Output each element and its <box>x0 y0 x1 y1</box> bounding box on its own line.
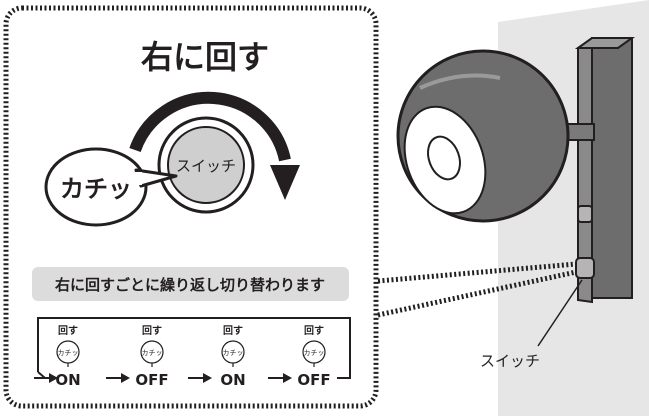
sequence-frame <box>37 317 351 379</box>
step-click-text: カチッ <box>142 349 163 357</box>
lamp-switch-label: スイッチ <box>480 352 540 370</box>
step-state-label: OFF <box>135 371 168 389</box>
caption-text: 右に回すごとに繰り返し切り替わります <box>55 276 325 294</box>
knob-label: スイッチ <box>176 157 236 175</box>
switch-knob-on-lamp <box>575 257 595 279</box>
rotation-arrow <box>129 91 291 162</box>
sequence-arrowhead <box>283 373 292 383</box>
sequence-arrowhead <box>203 373 212 383</box>
lamp-bulb <box>427 135 461 181</box>
step-click-text: カチッ <box>304 349 325 357</box>
step-state-label: ON <box>220 371 245 389</box>
click-sound-text: カチッ <box>60 175 132 203</box>
step-state-label: OFF <box>297 371 330 389</box>
step-state-label: ON <box>55 371 80 389</box>
step-click-text: カチッ <box>58 349 79 357</box>
switch-leader-line <box>537 279 583 347</box>
upper-knob <box>577 205 593 223</box>
step-turn-label: 回す <box>304 325 324 337</box>
step-turn-label: 回す <box>223 325 243 337</box>
panel-title: 右に回す <box>141 38 269 76</box>
click-speech-bubble <box>44 147 148 227</box>
step-turn-label: 回す <box>142 325 162 337</box>
step-turn-label: 回す <box>58 325 78 337</box>
zoom-line-top <box>377 261 577 284</box>
step-click-text: カチッ <box>223 349 244 357</box>
rotation-arrowhead <box>270 165 300 200</box>
sequence-arrowhead <box>121 373 130 383</box>
caption-band <box>32 267 349 301</box>
mounting-plate <box>591 37 633 299</box>
switch-knob-inner <box>167 126 245 204</box>
sequence-arrowhead <box>49 373 58 383</box>
